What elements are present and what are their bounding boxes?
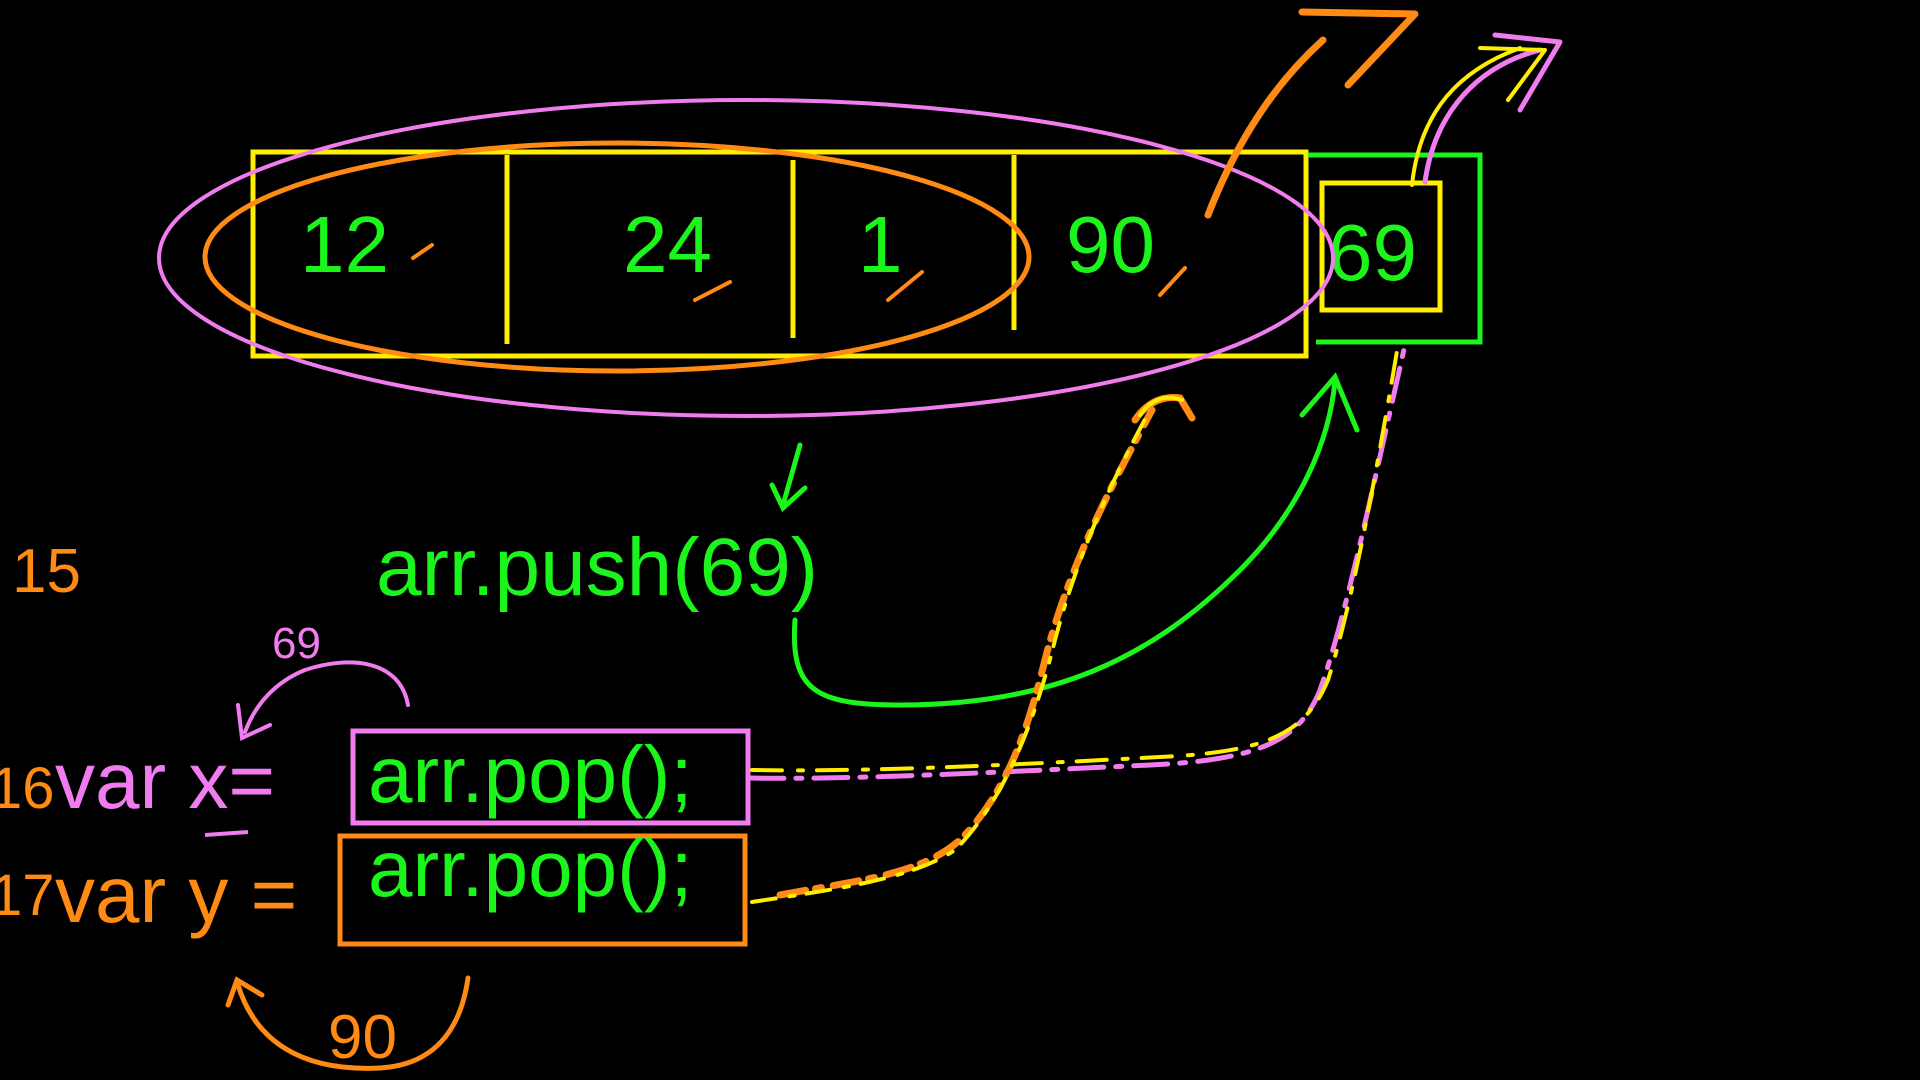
pop1-connector-yellow <box>750 343 1400 773</box>
tick-mark-2 <box>886 270 924 302</box>
orange-ellipse <box>202 140 1032 374</box>
pop2-connector-orange <box>776 406 1156 899</box>
var-y-decl: var y = <box>55 850 297 939</box>
line-number-15: 15 <box>12 537 81 606</box>
pushed-cell <box>1308 152 1483 345</box>
pink-out-arrowhead <box>1492 32 1563 113</box>
result-y-arrow <box>225 975 471 1071</box>
result-x-arrow <box>236 660 410 741</box>
pink-ellipse <box>157 98 1335 418</box>
pop-call-2: arr.pop(); <box>368 824 693 913</box>
pushed-value: 69 <box>1328 208 1417 297</box>
push-arrow-head <box>1299 372 1360 433</box>
array-cell-1: 24 <box>623 200 712 289</box>
result-x-label: 69 <box>272 619 321 668</box>
push-call-label: arr.push(69) <box>376 522 818 613</box>
orange-out-arrowhead <box>1298 8 1419 89</box>
pop2-connector-yellow <box>750 408 1152 904</box>
tick-mark-3 <box>1158 266 1187 297</box>
pop-connectors <box>747 342 1408 904</box>
push-arrow <box>791 372 1360 708</box>
pop-call-1: arr.pop(); <box>368 730 693 819</box>
pop2-connector-arrowhead-yellow <box>1138 395 1184 417</box>
pushed-cell-outline <box>1308 152 1483 345</box>
array-cell-0: 12 <box>300 200 389 289</box>
push-arrow-line <box>791 377 1338 708</box>
var-x-decl: var x= <box>55 736 275 825</box>
result-y-label: 90 <box>328 1003 397 1072</box>
pop-out-arrows <box>1204 8 1563 219</box>
tick-marks <box>411 243 1187 302</box>
pink-out-arrow <box>1422 47 1543 185</box>
pop-call-box-2 <box>337 833 748 947</box>
pushed-cell-inner <box>1319 180 1443 313</box>
tick-mark-0 <box>411 243 434 260</box>
pink-out-arrowhead-yellow <box>1478 46 1547 102</box>
tick-mark-1 <box>693 280 732 302</box>
x-underline <box>204 830 249 837</box>
line-number-16: 16 <box>0 756 55 821</box>
down-arrow <box>769 442 808 513</box>
pink-out-arrow-yellow <box>1410 46 1522 187</box>
array-cell-2: 1 <box>858 200 903 289</box>
line-number-17: 17 <box>0 863 55 928</box>
orange-out-arrow <box>1204 36 1327 219</box>
array-cell-3: 90 <box>1066 200 1155 289</box>
